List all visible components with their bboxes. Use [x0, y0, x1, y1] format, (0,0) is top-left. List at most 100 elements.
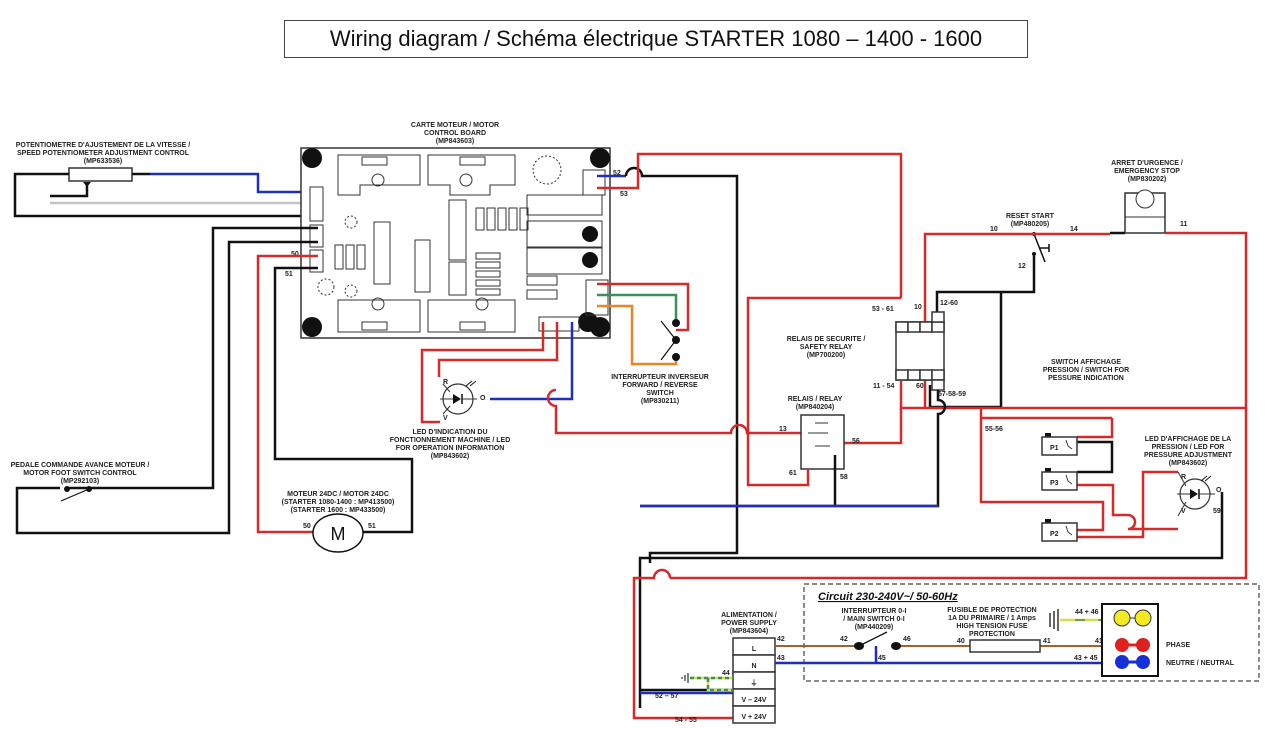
neutral-label: NEUTRE / NEUTRAL [1166, 660, 1235, 667]
psu-label-2: POWER SUPPLY [721, 620, 777, 627]
motor-icon [312, 513, 364, 553]
resistor [356, 244, 366, 270]
fr-switch-label-1: INTERRUPTEUR INVERSEUR [611, 374, 709, 381]
led-diode-icon [1190, 489, 1198, 499]
resistor [475, 288, 501, 296]
ic-chip [373, 221, 391, 285]
wire-label-58: 58 [840, 474, 848, 481]
wire-pot-black [13, 172, 318, 218]
emergency-stop[interactable] [1124, 189, 1166, 234]
psu-label-1: ALIMENTATION / [721, 612, 777, 619]
wire-label-10b: 10 [914, 304, 922, 311]
motor-label-2: (STARTER 1080-1400 : MP413500) [282, 499, 395, 506]
emergency-stop-button-icon [1135, 189, 1155, 209]
potentiometer-label-2: SPEED POTENTIOMETER ADJUSTMENT CONTROL [17, 150, 190, 157]
switch-lever-icon [660, 320, 677, 341]
resistor [497, 207, 507, 231]
resistor [519, 207, 529, 231]
wire-label-46: 46 [903, 636, 911, 643]
wire-label-59: 59 [1213, 508, 1221, 515]
safety-relay-label-2: SAFETY RELAY [800, 344, 853, 351]
pressure-switch-label-1: SWITCH AFFICHAGE [1051, 359, 1121, 366]
wire-55-56 [979, 408, 1105, 532]
relay-block [526, 247, 603, 275]
led-pin-r: R [443, 379, 448, 386]
potentiometer-label-1: POTENTIOMETRE D'AJUSTEMENT DE LA VITESSE… [16, 142, 191, 149]
p3-label: P3 [1050, 480, 1059, 487]
connector [459, 321, 486, 331]
pushbutton-icon [1033, 233, 1050, 263]
wire-label-52-57: 52 – 57 [655, 693, 678, 700]
potentiometer-ref: (MP633536) [84, 158, 123, 165]
resistor [334, 244, 344, 270]
large-capacitor [578, 312, 598, 332]
pressure-switch-icon [1065, 525, 1073, 536]
wire-label-10: 10 [990, 226, 998, 233]
ic-chip [448, 261, 467, 296]
capacitor [344, 215, 358, 229]
mains-terminal-block [1101, 603, 1159, 677]
relay-ref: (MP840204) [796, 404, 835, 411]
resistor [475, 207, 485, 231]
p2-label: P2 [1050, 531, 1059, 538]
main-switch[interactable] [854, 631, 901, 650]
motor-symbol: M [331, 524, 346, 544]
pressure-led-label-3: PRESSURE ADJUSTMENT [1144, 452, 1233, 459]
wire-label-53-61: 53 - 61 [872, 306, 894, 313]
safety-relay-ref: (MP700200) [807, 352, 846, 359]
wire-11 [1165, 231, 1248, 408]
heatsink [427, 154, 516, 196]
psu-terminal-vplus [732, 705, 776, 724]
forward-reverse-switch[interactable] [660, 319, 680, 361]
diagram-title: Wiring diagram / Schéma électrique START… [284, 20, 1028, 58]
pressure-sensor-p1: P1 [1041, 433, 1078, 456]
ic-chip [448, 199, 467, 261]
led-light-arrows-icon [465, 380, 477, 387]
pressure-switch-icon [1065, 439, 1073, 450]
svg-text:N: N [751, 663, 756, 670]
speed-potentiometer: POTENTIOMETRE D'AJUSTEMENT DE LA VITESSE… [16, 142, 191, 187]
wire-53-61 [746, 296, 901, 487]
foot-switch-label-2: MOTOR FOOT SWITCH CONTROL [23, 470, 137, 477]
main-switch-label-1: INTERRUPTEUR 0-I [842, 608, 907, 615]
phase-label: PHASE [1166, 642, 1190, 649]
wire-switch-green [597, 293, 678, 322]
wire-label-41a: 41 [1043, 638, 1051, 645]
estop-label-1: ARRET D'URGENCE / [1111, 160, 1183, 167]
main-switch-ref: (MP440209) [855, 624, 894, 631]
relay-label: RELAIS / RELAY [788, 396, 843, 403]
board-outline [300, 147, 611, 339]
wire-label-60: 60 [916, 383, 924, 390]
relay-dot [582, 226, 598, 242]
reset-ref: (MP480205) [1011, 221, 1050, 228]
resistor [475, 279, 501, 287]
resistor [526, 275, 558, 286]
wire-pot-blue [150, 172, 318, 194]
wire-label-42: 42 [777, 636, 785, 643]
wire-label-14: 14 [1070, 226, 1078, 233]
resistor [508, 207, 518, 231]
psu-ref: (MP843604) [730, 628, 769, 635]
wire-label-61: 61 [789, 470, 797, 477]
foot-switch[interactable] [60, 486, 92, 502]
wire-label-57-58-59: 57-58-59 [938, 391, 966, 398]
relay-dot [582, 252, 598, 268]
led-pin-v: V [1181, 508, 1186, 515]
reset-label: RESET START [1006, 213, 1055, 220]
wire-59 [638, 492, 1224, 708]
fuse-icon [969, 639, 1041, 653]
trimmer [459, 173, 473, 187]
pressure-switch-label-2: PRESSION / SWITCH FOR [1043, 367, 1129, 374]
trimmer [475, 297, 489, 311]
wire-label-44-46: 44 + 46 [1075, 609, 1099, 616]
wire-label-42b: 42 [840, 636, 848, 643]
wire-switch-orange [597, 304, 678, 366]
op-led-ref: (MP843602) [431, 453, 470, 460]
wire-label-56: 56 [852, 438, 860, 445]
pressure-sensor-p3: P3 [1041, 468, 1078, 491]
svg-text:V – 24V: V – 24V [742, 697, 767, 704]
resistor [475, 252, 501, 260]
fr-switch-label-2: FORWARD / REVERSE [622, 382, 698, 389]
wire-label-45: 45 [878, 655, 886, 662]
